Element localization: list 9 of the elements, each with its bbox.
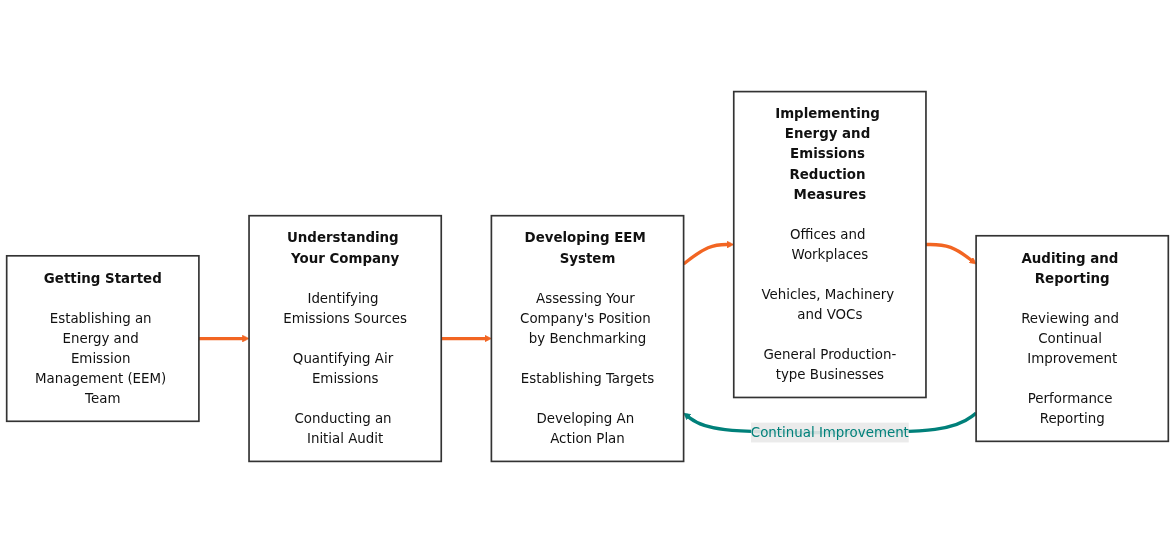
node-box: Getting Started Establishing an Energy and Emission Management (EEM) Team xyxy=(5,255,200,423)
edge-label: Continual Improvement xyxy=(750,424,909,441)
node-box: Understanding Your Company Identifying Emissions Sources Quantifying Air Emissions Conducting an Initial Audit xyxy=(248,214,443,463)
node-box: Implementing Energy and Emissions Reduction Measures Offices and Workplaces Vehicles, Machinery and VOCs General Production-type Businesses xyxy=(732,90,927,399)
node-box: Auditing and Reporting Reviewing and Continual Improvement Performance Reporting xyxy=(975,234,1170,443)
arrow xyxy=(925,242,977,265)
arrow xyxy=(441,334,492,343)
node-box: Developing EEM System Assessing Your Company's Position by Benchmarking Establishing Targets Developing An Action Plan xyxy=(490,214,685,463)
arrow xyxy=(198,334,250,343)
